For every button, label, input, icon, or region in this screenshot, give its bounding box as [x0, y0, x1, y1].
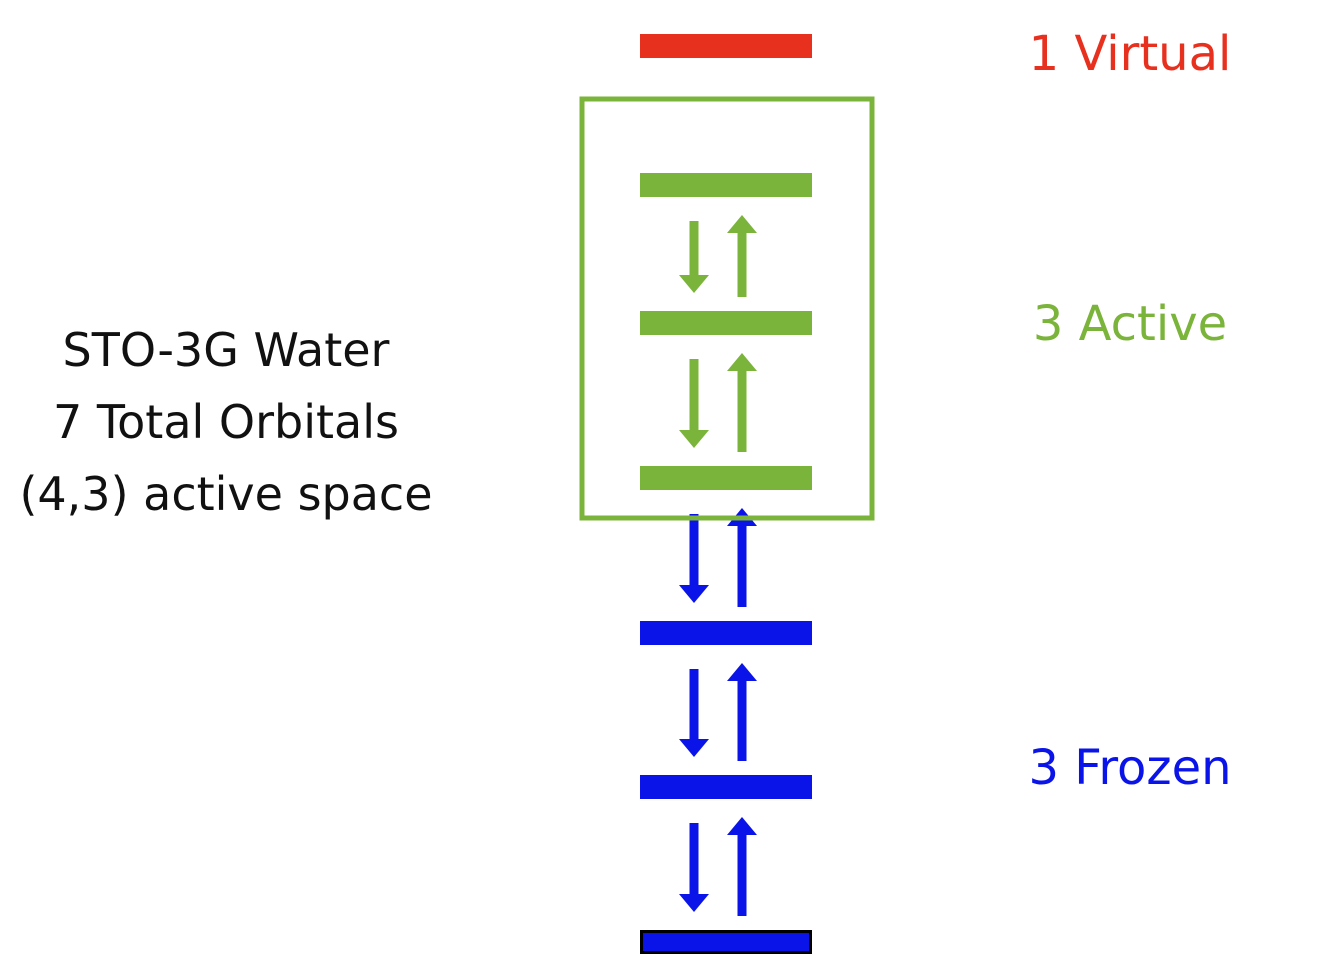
caption-line-2: 7 Total Orbitals — [52, 395, 399, 449]
orbital-level-1 — [640, 34, 812, 58]
orbital-level-6 — [640, 775, 812, 799]
spin-down-arrow-4 — [679, 430, 709, 448]
spin-down-arrow-3 — [679, 275, 709, 293]
orbital-level-5 — [640, 621, 812, 645]
active-label: 3 Active — [1032, 296, 1228, 352]
orbital-level-4 — [640, 466, 812, 490]
spin-up-arrow-7 — [727, 817, 757, 835]
spin-down-arrow-7 — [679, 894, 709, 912]
orbital-level-2 — [640, 173, 812, 197]
orbital-level-7 — [640, 930, 812, 954]
spin-down-arrow-6 — [679, 739, 709, 757]
spin-up-arrow-3 — [727, 215, 757, 233]
spin-up-arrow-4 — [727, 353, 757, 371]
active-space-box — [579, 96, 875, 521]
caption-line-1: STO-3G Water — [62, 323, 390, 377]
orbital-level-3 — [640, 311, 812, 335]
frozen-label: 3 Frozen — [1028, 740, 1232, 796]
caption-line-3: (4,3) active space — [19, 467, 433, 521]
virtual-label: 1 Virtual — [1028, 26, 1232, 82]
spin-down-arrow-5 — [679, 585, 709, 603]
spin-up-arrow-6 — [727, 663, 757, 681]
